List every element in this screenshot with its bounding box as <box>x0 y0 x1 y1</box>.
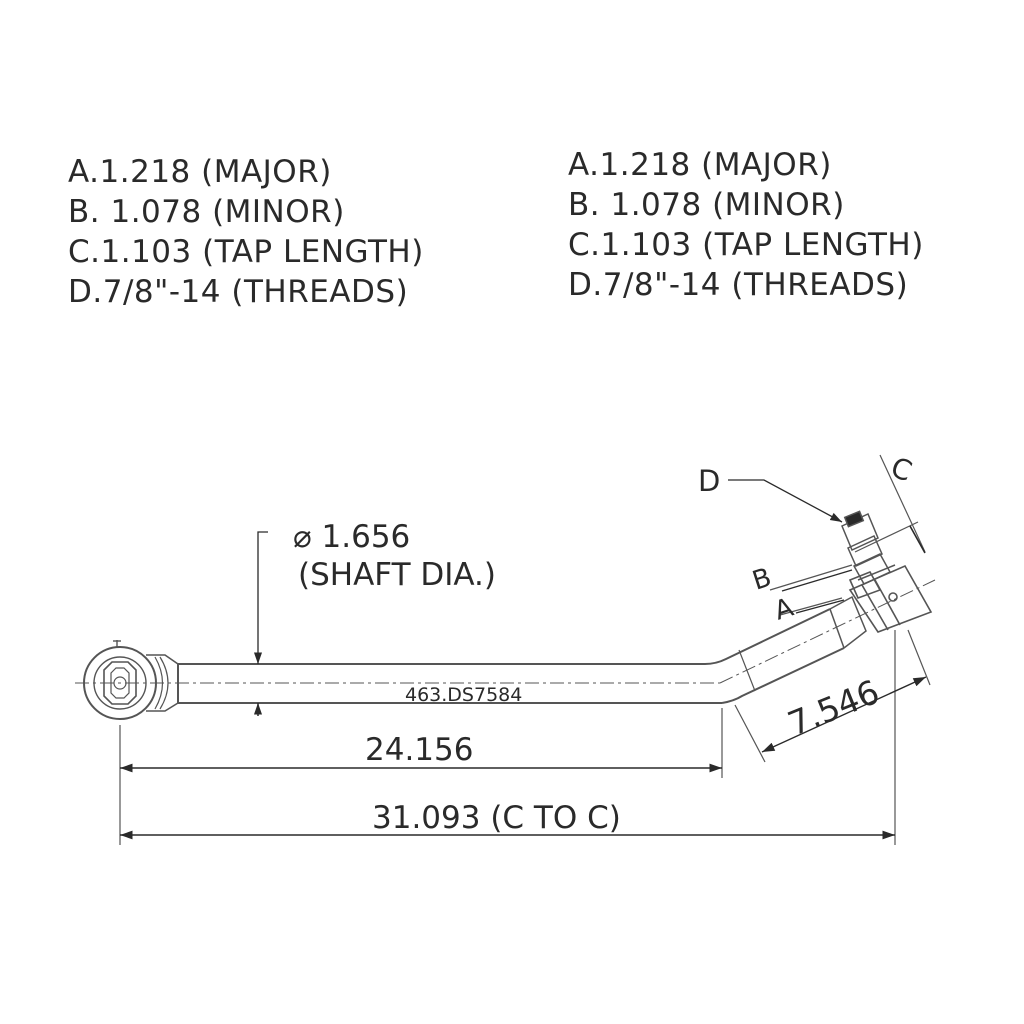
callout-b: B <box>749 563 775 597</box>
dim-line-angled <box>761 676 927 753</box>
note-d: D.7/8"-14 (THREADS) <box>568 267 909 303</box>
dim-straight-label: 24.156 <box>365 732 473 768</box>
left-joint-end <box>83 640 179 720</box>
note-b: B. 1.078 (MINOR) <box>568 187 845 223</box>
note-c: C.1.103 (TAP LENGTH) <box>568 227 924 263</box>
dim-angled-label: 7.546 <box>782 672 884 744</box>
angled-shaft <box>704 595 867 704</box>
callout-d: D <box>698 464 720 498</box>
note-a: A.1.218 (MAJOR) <box>68 154 332 190</box>
note-d: D.7/8"-14 (THREADS) <box>68 274 409 310</box>
extension-lines <box>119 454 931 845</box>
note-a: A.1.218 (MAJOR) <box>568 147 832 183</box>
dim-line-tap-length <box>909 525 926 554</box>
dim-overall-label: 31.093 (C TO C) <box>372 800 621 836</box>
callout-a: A <box>771 593 797 627</box>
threaded-stud <box>841 510 896 585</box>
note-c: C.1.103 (TAP LENGTH) <box>68 234 424 270</box>
callout-d-leader <box>728 479 843 523</box>
note-b: B. 1.078 (MINOR) <box>68 194 345 230</box>
dim-line-b <box>781 569 853 592</box>
centerline-angled <box>719 579 936 684</box>
straight-shaft <box>177 663 722 704</box>
shaft-dia-leader <box>253 531 268 716</box>
shaft-dia-value: ⌀ 1.656 <box>293 519 410 555</box>
thread-spec-notes-right: A.1.218 (MAJOR) B. 1.078 (MINOR) C.1.103… <box>568 145 924 305</box>
thread-spec-notes-left: A.1.218 (MAJOR) B. 1.078 (MINOR) C.1.103… <box>68 152 424 312</box>
part-number: 463.DS7584 <box>405 684 522 706</box>
callout-c: C <box>887 451 917 489</box>
shaft-dia-label: (SHAFT DIA.) <box>298 557 496 593</box>
dim-line-a <box>795 599 845 614</box>
